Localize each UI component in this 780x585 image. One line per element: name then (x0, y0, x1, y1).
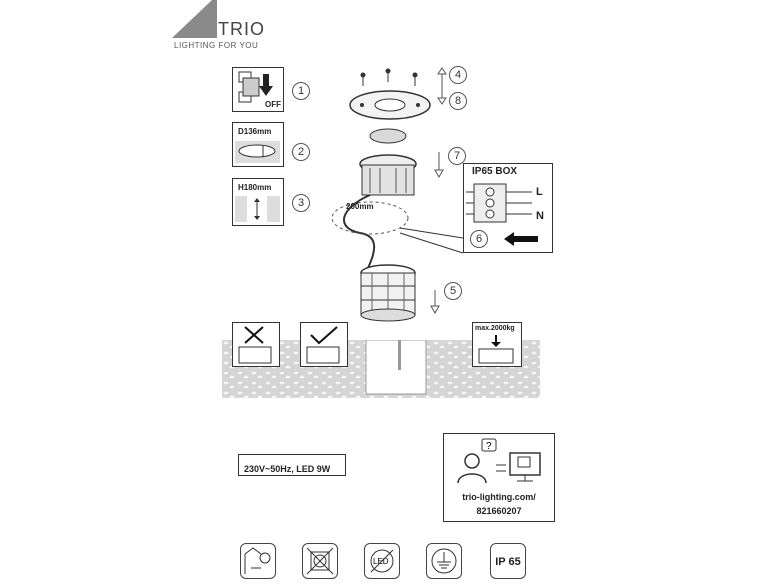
screw-icons (360, 68, 418, 86)
spec-text: 230V~50Hz, LED 9W (244, 464, 331, 474)
off-label: OFF (265, 100, 281, 109)
brand-tagline: LIGHTING FOR YOU (174, 41, 259, 50)
brand-logo: TRIO LIGHTING FOR YOU (172, 0, 272, 55)
max-load-panel: max.2000kg (472, 322, 522, 367)
step-number-1: 1 (292, 82, 310, 100)
led-not-replaceable-icon: LED (364, 543, 400, 579)
cross-icon (238, 326, 272, 364)
step-number-7: 7 (448, 147, 466, 165)
trio-logo-mark (172, 0, 217, 38)
hole-diameter-icon (235, 141, 280, 163)
cable-length-label: 200mm (346, 202, 374, 211)
support-icon: ? (457, 438, 541, 484)
indoor-lamp-icon (240, 543, 276, 579)
terminal-live-label: L (536, 186, 543, 198)
terminal-neutral-label: N (536, 210, 544, 222)
brand-name: TRIO (218, 19, 265, 39)
ground-earth-icon (426, 543, 462, 579)
down-arrow-icon (430, 290, 440, 315)
ip65-box-panel: IP65 BOX L N 6 (463, 163, 553, 253)
diameter-label: D136mm (238, 127, 272, 136)
no-cover-icon (302, 543, 338, 579)
step-1-panel: OFF (232, 67, 284, 112)
step-number-2: 2 (292, 143, 310, 161)
wrong-install-panel (232, 322, 280, 367)
step-number-3: 3 (292, 194, 310, 212)
ip-rating-icon: IP 65 (490, 543, 526, 579)
step-number-8: 8 (449, 92, 467, 110)
ip65-box-title: IP65 BOX (472, 166, 518, 177)
spec-box: 230V~50Hz, LED 9W (238, 454, 346, 476)
max-load-label: max.2000kg (475, 325, 515, 332)
check-icon (306, 326, 340, 364)
hole-depth-icon (235, 196, 280, 222)
step-number-5: 5 (444, 282, 462, 300)
terminal-block-icon (466, 183, 532, 223)
ip-rating-label: IP 65 (495, 556, 521, 568)
load-arrow-icon (478, 335, 514, 364)
step-number-6: 6 (470, 230, 488, 248)
depth-label: H180mm (238, 183, 272, 192)
down-arrow-icon (434, 152, 444, 179)
step-number-4: 4 (449, 66, 467, 84)
left-arrow-icon (504, 232, 538, 246)
support-panel: ? trio-lighting.com/ 821660207 (443, 433, 555, 522)
power-switch-icon (238, 71, 273, 103)
support-code: 821660207 (476, 506, 522, 516)
correct-install-panel (300, 322, 348, 367)
up-down-arrow-icon (437, 67, 447, 105)
assembly-drawing (331, 68, 464, 322)
step-2-panel: D136mm (232, 122, 284, 167)
step-3-panel: H180mm (232, 178, 284, 226)
svg-text:?: ? (486, 441, 492, 452)
support-url[interactable]: trio-lighting.com/ (462, 492, 536, 502)
